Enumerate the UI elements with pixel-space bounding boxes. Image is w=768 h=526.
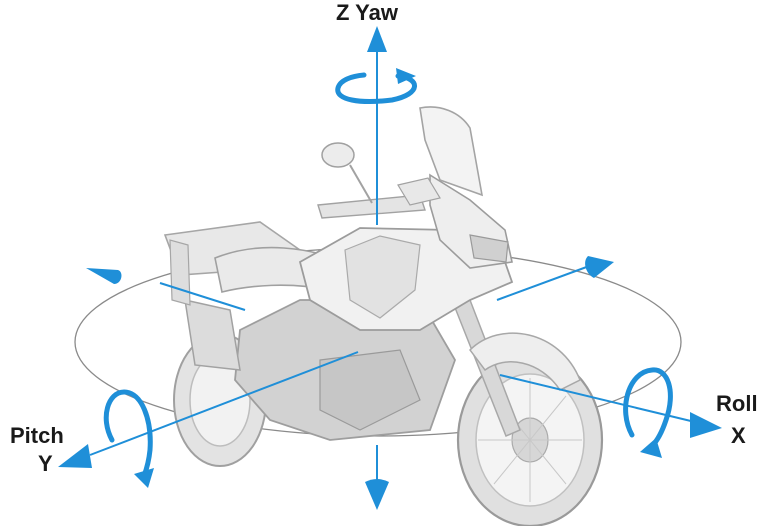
roll-label: Roll: [716, 391, 758, 416]
adventure-motorcycle-icon: [163, 106, 604, 526]
z-axis-up-arrowhead: [367, 26, 387, 52]
pitch-label: Pitch: [10, 423, 64, 448]
roll-rotation-arrow-icon: [623, 367, 673, 458]
z-yaw-label: Z Yaw: [336, 0, 399, 25]
y-axis-front-arrowhead: [58, 444, 92, 468]
x-axis-label: X: [731, 423, 746, 448]
z-axis: [365, 26, 389, 510]
x-axis-front-arrowhead: [690, 412, 722, 438]
x-axis-back-arrowhead: [86, 268, 122, 284]
y-axis: [58, 256, 614, 468]
yaw-rotation-arrow-icon: [335, 68, 417, 104]
y-axis-back-arrowhead: [585, 256, 614, 278]
y-axis-label: Y: [38, 451, 53, 476]
z-axis-down-arrowhead: [365, 479, 389, 510]
pitch-rotation-arrow-icon: [103, 389, 154, 488]
x-axis: [86, 268, 722, 438]
